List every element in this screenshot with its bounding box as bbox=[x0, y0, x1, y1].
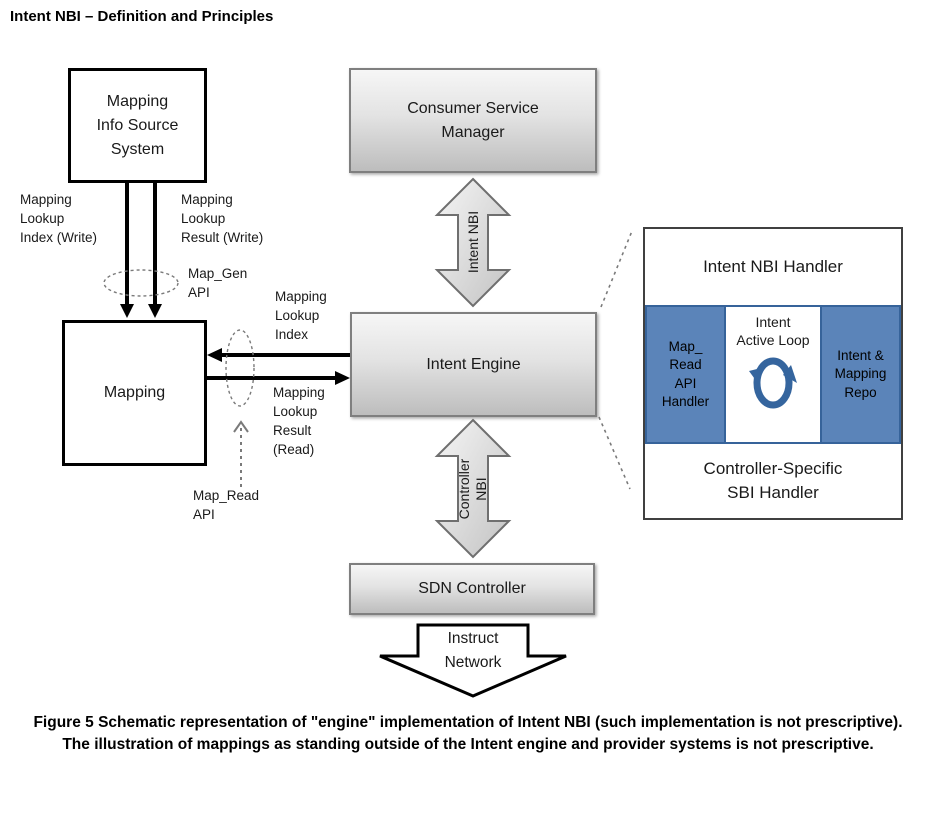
write-index-arrowhead bbox=[120, 304, 134, 318]
label-instruct-network: Instruct Network bbox=[444, 630, 502, 671]
handler-middle-row: Map_ Read API Handler Intent Active Loop… bbox=[645, 305, 901, 444]
loop-arrowhead-right bbox=[783, 365, 797, 384]
intent-engine-box: Intent Engine bbox=[350, 312, 597, 417]
intent-engine-detail-panel: Intent NBI Handler Map_ Read API Handler… bbox=[643, 227, 903, 520]
label-map-read-api: Map_Read API bbox=[193, 488, 260, 522]
map-read-api-arrow bbox=[233, 420, 249, 487]
mapping-info-source-label: Mapping Info Source System bbox=[96, 92, 179, 158]
intent-engine-label: Intent Engine bbox=[426, 355, 521, 373]
sdn-controller-box: SDN Controller bbox=[349, 563, 595, 615]
loop-arrowhead-left bbox=[749, 367, 765, 383]
label-intent-nbi: Intent NBI bbox=[464, 210, 481, 274]
mapping-write-arrows bbox=[125, 183, 157, 305]
controller-specific-sbi-handler-label: Controller-Specific SBI Handler bbox=[703, 459, 843, 502]
lookup-result-arrowhead bbox=[335, 371, 350, 385]
map-read-api-handler-label: Map_ Read API Handler bbox=[661, 339, 710, 409]
intent-nbi-handler-section: Intent NBI Handler bbox=[645, 229, 901, 305]
label-controller-nbi: Controller NBI bbox=[456, 458, 489, 520]
lookup-index-arrowhead bbox=[207, 348, 222, 362]
write-result-arrowhead bbox=[148, 304, 162, 318]
mapping-box: Mapping bbox=[62, 320, 207, 466]
label-mapping-lookup-index: Mapping Lookup Index bbox=[275, 289, 327, 342]
intent-nbi-handler-label: Intent NBI Handler bbox=[703, 257, 843, 277]
map-read-api-ellipse bbox=[225, 329, 255, 407]
intent-active-loop-label: Intent Active Loop bbox=[736, 314, 810, 349]
active-loop-icon bbox=[749, 357, 797, 409]
intent-active-loop-cell: Intent Active Loop bbox=[726, 305, 820, 444]
panel-projection-lines bbox=[598, 230, 633, 490]
mapping-info-source-box: Mapping Info Source System bbox=[68, 68, 207, 183]
label-mapping-lookup-index-write: Mapping Lookup Index (Write) bbox=[20, 192, 98, 245]
label-mapping-lookup-result-read: Mapping Lookup Result (Read) bbox=[273, 385, 325, 457]
intent-mapping-repo-label: Intent & Mapping Repo bbox=[834, 348, 887, 400]
label-mapping-lookup-result-write: Mapping Lookup Result (Write) bbox=[181, 192, 264, 245]
controller-specific-sbi-handler-section: Controller-Specific SBI Handler bbox=[645, 444, 901, 518]
page-title: Intent NBI – Definition and Principles bbox=[10, 8, 274, 25]
intent-mapping-repo-cell: Intent & Mapping Repo bbox=[820, 305, 901, 444]
sdn-controller-label: SDN Controller bbox=[418, 580, 526, 598]
mapping-label: Mapping bbox=[103, 384, 166, 401]
map-gen-api-ellipse bbox=[103, 269, 179, 297]
consumer-service-manager-label: Consumer Service Manager bbox=[407, 100, 539, 141]
figure-caption: Figure 5 Schematic representation of "en… bbox=[33, 714, 903, 753]
consumer-service-manager-box: Consumer Service Manager bbox=[349, 68, 597, 173]
map-read-api-handler-cell: Map_ Read API Handler bbox=[645, 305, 726, 444]
label-map-gen-api: Map_Gen API bbox=[188, 266, 248, 300]
